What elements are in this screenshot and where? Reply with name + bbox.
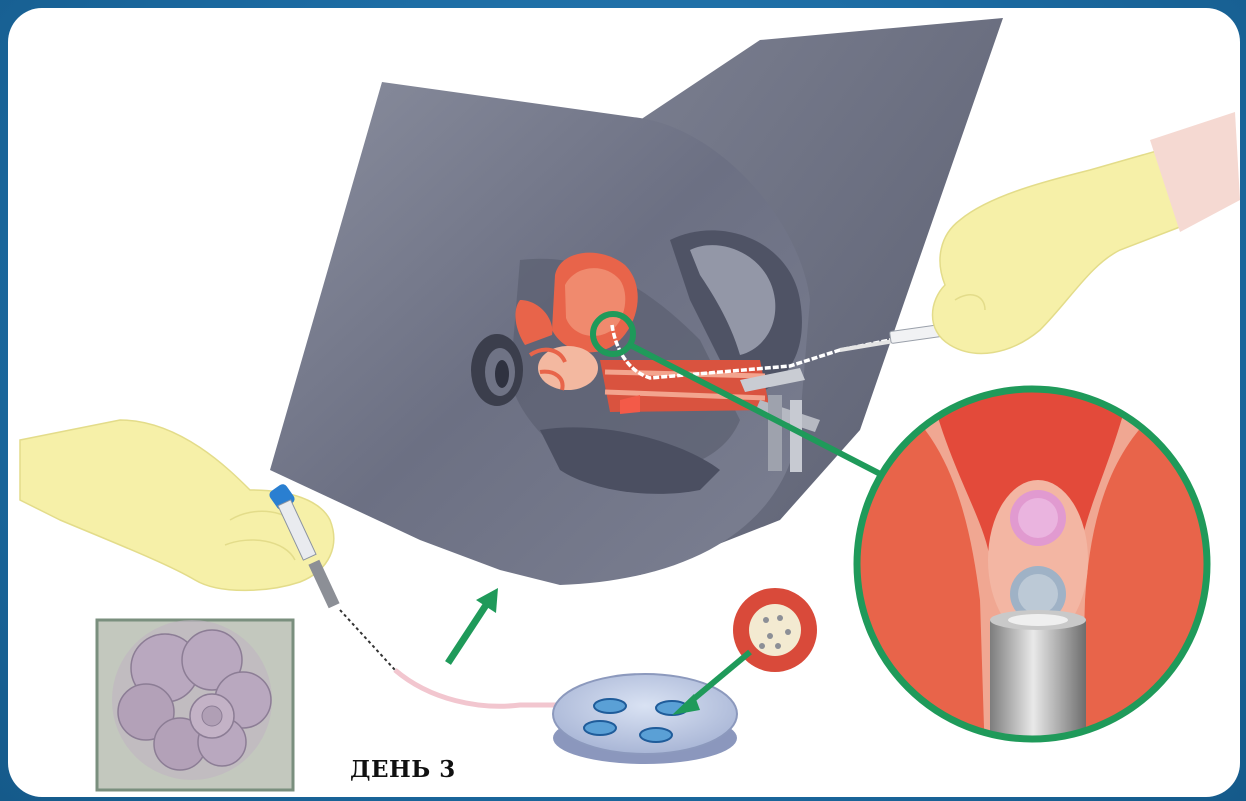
magnified-view-circle [857, 389, 1207, 760]
embryo-transfer-illustration [8, 8, 1240, 797]
green-arrow-icon [448, 588, 498, 663]
illustration-panel: ДЕНЬ 3 [8, 8, 1240, 797]
embryo-inset [97, 620, 293, 790]
day-label: ДЕНЬ 3 [350, 756, 456, 783]
right-gloved-hand [933, 112, 1241, 353]
